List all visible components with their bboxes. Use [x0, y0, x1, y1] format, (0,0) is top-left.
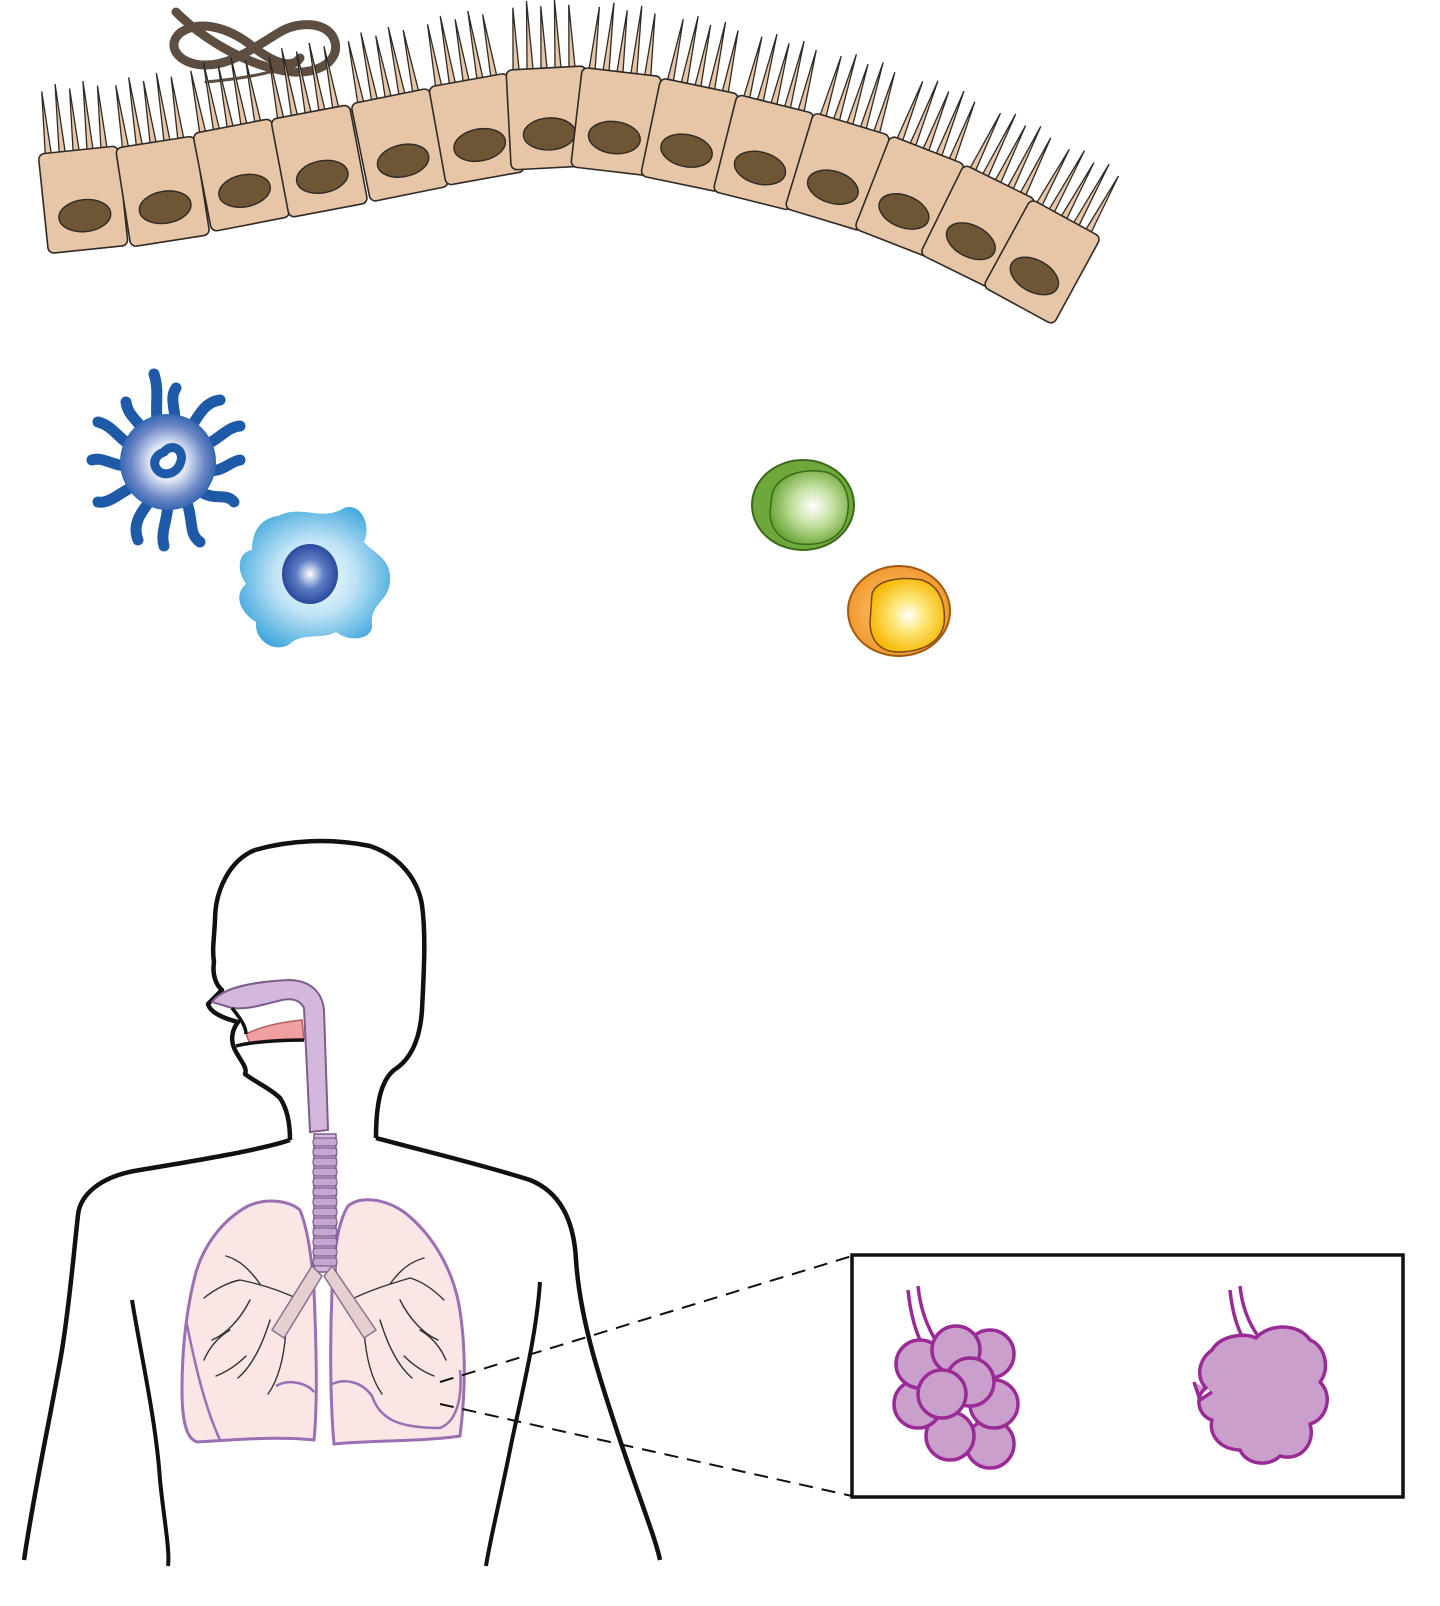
- trachea-ring: [312, 1157, 338, 1167]
- cell-nucleus: [58, 198, 112, 233]
- damaged-alveoli: [1192, 1285, 1329, 1465]
- cell-nucleus: [587, 120, 641, 155]
- bronchial-tree: [203, 1255, 447, 1395]
- trachea-ring: [312, 1147, 338, 1157]
- trachea-ring: [312, 1177, 338, 1187]
- green-lymphocyte-icon: [751, 459, 855, 551]
- cilia: [426, 10, 498, 87]
- cell-nucleus: [806, 169, 859, 205]
- cell-nucleus: [376, 143, 430, 178]
- cilia: [268, 42, 340, 119]
- trachea-ring: [312, 1207, 338, 1217]
- epithelial-cell: [38, 81, 129, 254]
- cilia: [743, 33, 817, 112]
- cell-nucleus: [295, 159, 349, 194]
- macrophage-icon: [239, 506, 391, 648]
- right-lung: [329, 1198, 466, 1446]
- bronchi: [270, 1264, 378, 1340]
- orange-lymphocyte-icon: [847, 565, 951, 657]
- epithelial-cell: [785, 54, 896, 231]
- trachea-ring: [312, 1197, 338, 1207]
- trachea: [312, 1133, 338, 1273]
- cell-nucleus: [660, 133, 713, 168]
- alveoli-inset-icon: [850, 1253, 1405, 1499]
- cilia: [896, 80, 976, 162]
- cilia: [666, 16, 739, 93]
- cilia: [969, 112, 1052, 196]
- cilia: [1036, 148, 1120, 233]
- trachea-ring: [312, 1217, 338, 1227]
- epithelial-cell: [268, 42, 368, 218]
- cell-nucleus: [878, 193, 930, 230]
- epithelial-cell: [347, 26, 449, 202]
- cell-nucleus: [733, 150, 787, 186]
- epithelial-cell: [640, 16, 739, 192]
- cilia: [41, 81, 108, 155]
- head-back-outline: [254, 838, 427, 1139]
- dendritic-cell-icon: [86, 368, 246, 552]
- cell-nucleus: [218, 173, 271, 208]
- callout-lines: [439, 1255, 853, 1497]
- cell-nucleus: [453, 127, 507, 163]
- left-arm-line: [130, 1299, 171, 1567]
- right-arm-line: [484, 1281, 542, 1567]
- ciliated-epithelium-icon: [38, 0, 1120, 324]
- left-lung: [180, 1199, 318, 1444]
- epithelial-cell: [426, 10, 525, 186]
- jaw-outline: [230, 1006, 305, 1048]
- trachea-ring: [312, 1237, 338, 1247]
- cell-nucleus: [1009, 256, 1060, 296]
- nasal-cavity: [210, 978, 330, 1134]
- cilia: [512, 0, 576, 71]
- cilia: [190, 56, 262, 134]
- healthy-alveoli: [892, 1285, 1020, 1470]
- epithelial-cell: [984, 148, 1120, 324]
- respiratory-system-icon: [21, 838, 663, 1567]
- trachea-ring: [312, 1137, 338, 1147]
- cell-nucleus: [945, 222, 996, 261]
- trachea-ring: [312, 1187, 338, 1197]
- cilia: [819, 54, 896, 134]
- trachea-ring: [312, 1167, 338, 1177]
- trachea-ring: [312, 1247, 338, 1257]
- cell-nucleus: [138, 190, 192, 225]
- cilia: [347, 26, 420, 104]
- lung-lobe-lines: [184, 1319, 462, 1441]
- cilia: [115, 72, 185, 148]
- trachea-ring: [312, 1257, 338, 1267]
- left-shoulder-outline: [21, 1137, 291, 1561]
- epithelial-cell: [570, 2, 662, 177]
- right-shoulder-outline: [375, 1135, 663, 1561]
- trachea-ring: [312, 1227, 338, 1237]
- cilia: [588, 2, 656, 77]
- worm-icon: [169, 7, 341, 84]
- head-outline: [205, 847, 293, 1141]
